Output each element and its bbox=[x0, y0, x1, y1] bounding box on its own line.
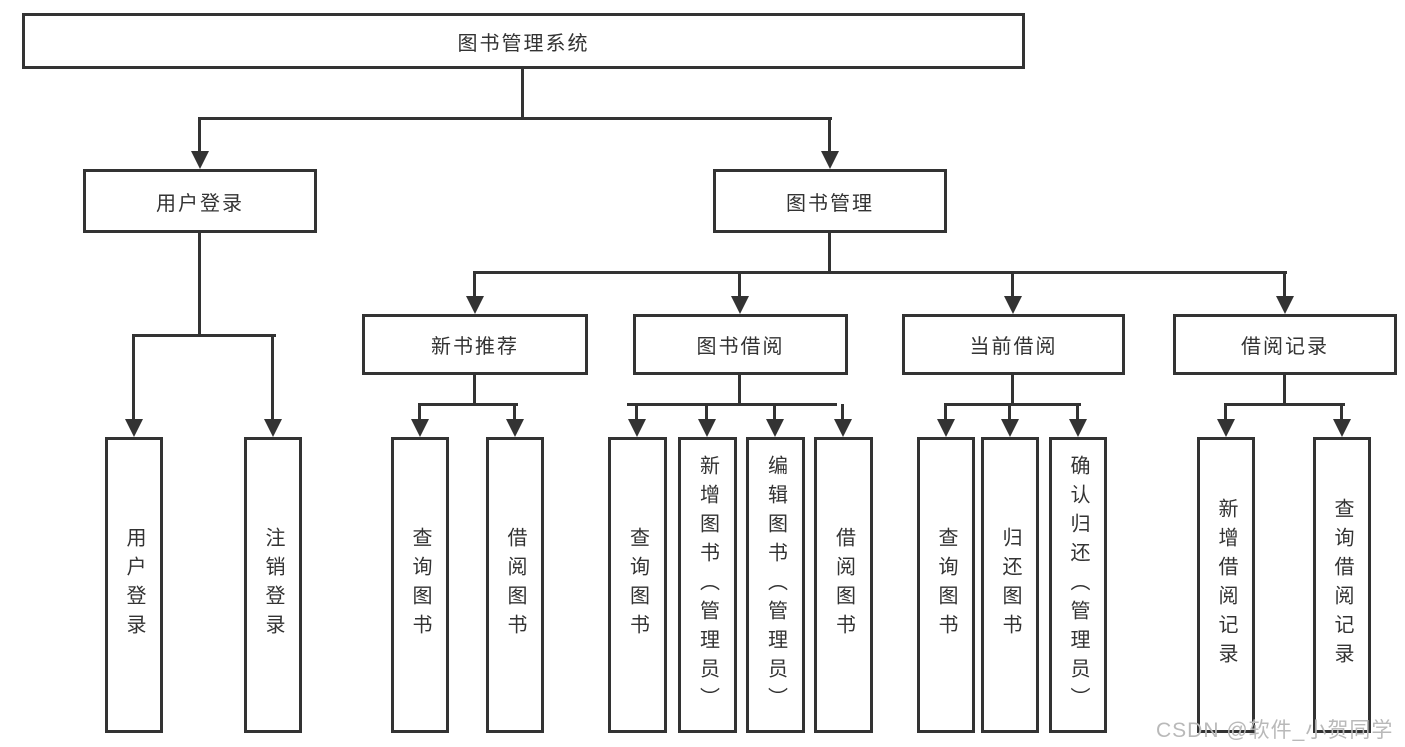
down-arrow-icon bbox=[1217, 404, 1235, 437]
down-arrow-icon bbox=[506, 404, 524, 437]
connector-line bbox=[473, 375, 476, 406]
leaf-user-login: 用户登录 bbox=[105, 437, 163, 733]
leaf-label: 编辑图书（管理员） bbox=[764, 454, 787, 716]
node-user-login: 用户登录 bbox=[83, 169, 317, 233]
leaf-logout: 注销登录 bbox=[244, 437, 302, 733]
connector-line bbox=[132, 334, 276, 337]
down-arrow-icon bbox=[1004, 272, 1022, 314]
down-arrow-icon bbox=[411, 404, 429, 437]
down-arrow-icon bbox=[698, 404, 716, 437]
connector-line bbox=[1011, 375, 1014, 406]
connector-line bbox=[627, 403, 837, 406]
leaf-query-book: 查询图书 bbox=[391, 437, 449, 733]
connector-line bbox=[738, 375, 741, 406]
connector-line bbox=[418, 403, 518, 406]
leaf-label: 借阅图书 bbox=[504, 527, 526, 643]
connector-line bbox=[1224, 403, 1345, 406]
node-new-book-recommend: 新书推荐 bbox=[362, 314, 588, 375]
down-arrow-icon bbox=[466, 272, 484, 314]
leaf-edit-book-admin: 编辑图书（管理员） bbox=[746, 437, 805, 733]
leaf-borrow-book: 借阅图书 bbox=[486, 437, 544, 733]
connector-line bbox=[828, 233, 831, 273]
connector-line bbox=[944, 403, 1081, 406]
leaf-query-borrow-record: 查询借阅记录 bbox=[1313, 437, 1371, 733]
down-arrow-icon bbox=[125, 335, 143, 437]
connector-line bbox=[521, 68, 524, 118]
leaf-label: 注销登录 bbox=[262, 527, 284, 643]
leaf-label: 查询借阅记录 bbox=[1331, 498, 1353, 672]
leaf-label: 查询图书 bbox=[409, 527, 431, 643]
connector-line bbox=[198, 233, 201, 337]
leaf-label: 新增借阅记录 bbox=[1215, 498, 1237, 672]
node-book-management: 图书管理 bbox=[713, 169, 947, 233]
leaf-label: 查询图书 bbox=[935, 527, 957, 643]
leaf-label: 查询图书 bbox=[626, 527, 649, 643]
node-book-borrow: 图书借阅 bbox=[633, 314, 848, 375]
node-borrow-records: 借阅记录 bbox=[1173, 314, 1397, 375]
leaf-borrow-book: 借阅图书 bbox=[814, 437, 873, 733]
leaf-label: 用户登录 bbox=[123, 527, 145, 643]
leaf-confirm-return-admin: 确认归还（管理员） bbox=[1049, 437, 1107, 733]
leaf-label: 归还图书 bbox=[999, 527, 1021, 643]
leaf-query-book: 查询图书 bbox=[917, 437, 975, 733]
node-library-system: 图书管理系统 bbox=[22, 13, 1025, 69]
down-arrow-icon bbox=[731, 272, 749, 314]
node-current-borrow: 当前借阅 bbox=[902, 314, 1125, 375]
connector-line bbox=[198, 117, 832, 120]
down-arrow-icon bbox=[834, 404, 852, 437]
leaf-query-book: 查询图书 bbox=[608, 437, 667, 733]
connector-line bbox=[473, 271, 1287, 274]
leaf-return-book: 归还图书 bbox=[981, 437, 1039, 733]
down-arrow-icon bbox=[1333, 404, 1351, 437]
down-arrow-icon bbox=[1276, 272, 1294, 314]
down-arrow-icon bbox=[1001, 404, 1019, 437]
connector-line bbox=[1283, 375, 1286, 406]
down-arrow-icon bbox=[821, 117, 839, 169]
down-arrow-icon bbox=[937, 404, 955, 437]
leaf-add-borrow-record: 新增借阅记录 bbox=[1197, 437, 1255, 733]
csdn-watermark: CSDN @软件_小贺同学 bbox=[1156, 719, 1394, 742]
down-arrow-icon bbox=[264, 335, 282, 437]
leaf-label: 确认归还（管理员） bbox=[1067, 454, 1089, 716]
leaf-add-book-admin: 新增图书（管理员） bbox=[678, 437, 737, 733]
down-arrow-icon bbox=[191, 117, 209, 169]
down-arrow-icon bbox=[1069, 404, 1087, 437]
down-arrow-icon bbox=[766, 404, 784, 437]
leaf-label: 借阅图书 bbox=[832, 527, 855, 643]
leaf-label: 新增图书（管理员） bbox=[696, 454, 719, 716]
down-arrow-icon bbox=[628, 404, 646, 437]
